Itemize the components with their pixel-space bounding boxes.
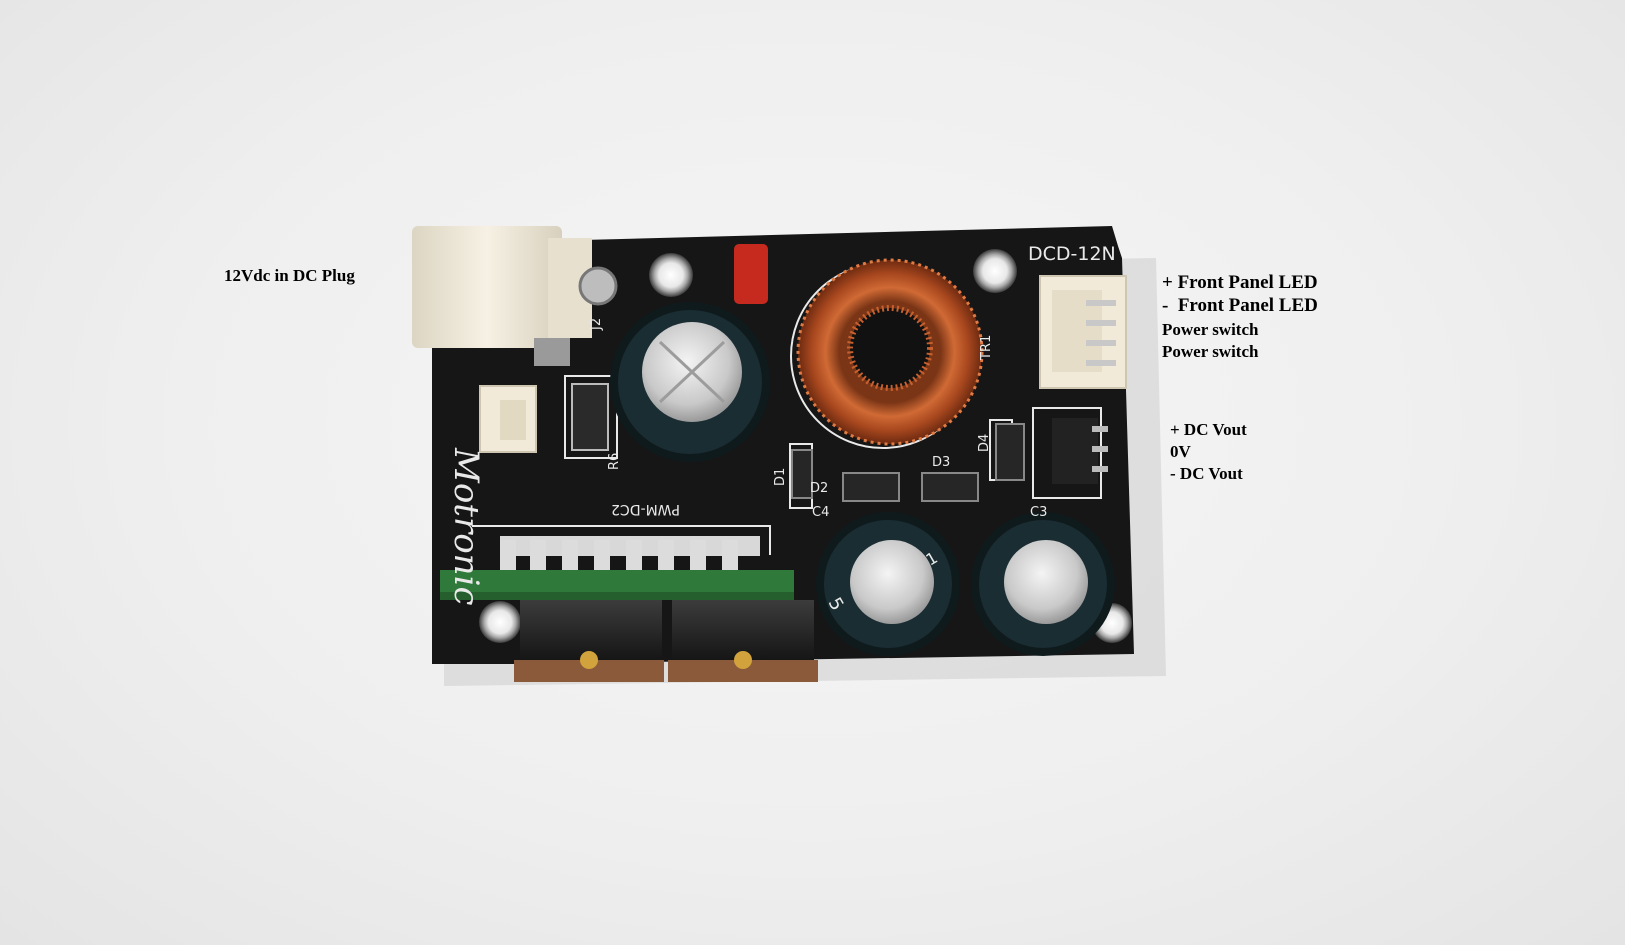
large-capacitor: [610, 302, 770, 462]
r6-silkscreen: R6: [607, 453, 622, 470]
dc-vout-minus-label: - DC Vout: [1170, 464, 1243, 483]
board-name-silkscreen: DCD-12N: [1028, 243, 1116, 265]
zero-v-label: 0V: [1170, 442, 1191, 461]
c3-silkscreen: C3: [1030, 505, 1047, 520]
module-name-silkscreen: PWM-DC2: [611, 501, 680, 517]
j2-silkscreen: J2: [589, 318, 604, 331]
front-panel-led-minus-label: - Front Panel LED: [1162, 295, 1318, 316]
diode: [791, 449, 813, 499]
brand-silkscreen: Motronic: [446, 447, 486, 605]
three-pin-output-header: [1052, 418, 1108, 484]
tr1-silkscreen: TR1: [979, 335, 994, 361]
diode: [995, 423, 1025, 481]
mounting-hole: [479, 601, 521, 643]
d3-silkscreen: D3: [932, 455, 950, 470]
capacitor-c4: [816, 512, 960, 656]
capacitor-c3: [971, 512, 1115, 656]
mounting-hole: [973, 249, 1017, 293]
dc-plug-label: 12Vdc in DC Plug: [224, 266, 355, 285]
toroid-inductor: [796, 258, 984, 446]
diode: [921, 472, 979, 502]
pwm-module: [440, 536, 818, 682]
dc-vout-plus-label: + DC Vout: [1170, 420, 1247, 439]
power-switch-label-2: Power switch: [1162, 342, 1259, 361]
front-panel-led-plus-label: + Front Panel LED: [1162, 272, 1318, 293]
diode: [842, 472, 900, 502]
red-fuse: [734, 244, 768, 304]
mounting-hole: [649, 253, 693, 297]
d4-silkscreen: D4: [977, 434, 992, 452]
dc-barrel-jack: [412, 226, 618, 366]
power-switch-label-1: Power switch: [1162, 320, 1259, 339]
two-pin-connector: [479, 385, 537, 453]
c4-silkscreen: C4: [812, 505, 829, 520]
d2-silkscreen: D2: [810, 481, 828, 496]
four-pin-connector: [1039, 275, 1127, 389]
smd-resistor: [571, 383, 609, 451]
d1-silkscreen: D1: [773, 468, 788, 486]
